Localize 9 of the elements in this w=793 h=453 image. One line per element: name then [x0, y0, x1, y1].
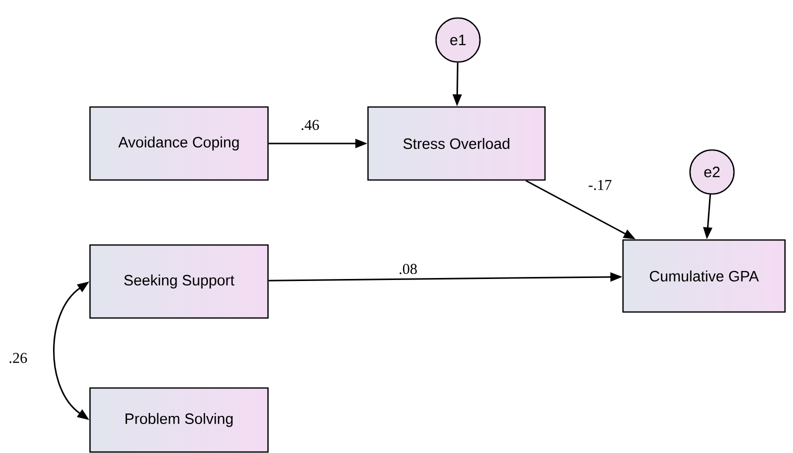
path-coefficient: .26	[8, 352, 28, 364]
variable-box: Cumulative GPA	[622, 239, 786, 313]
path-coefficient: .08	[398, 262, 418, 276]
variable-box: Stress Overload	[367, 106, 546, 181]
path-coefficient: .46	[300, 118, 320, 132]
variable-box: Problem Solving	[89, 387, 269, 453]
variable-box: Seeking Support	[89, 244, 269, 319]
variable-box: Avoidance Coping	[89, 106, 269, 181]
path-coefficient: -.17	[587, 178, 613, 192]
